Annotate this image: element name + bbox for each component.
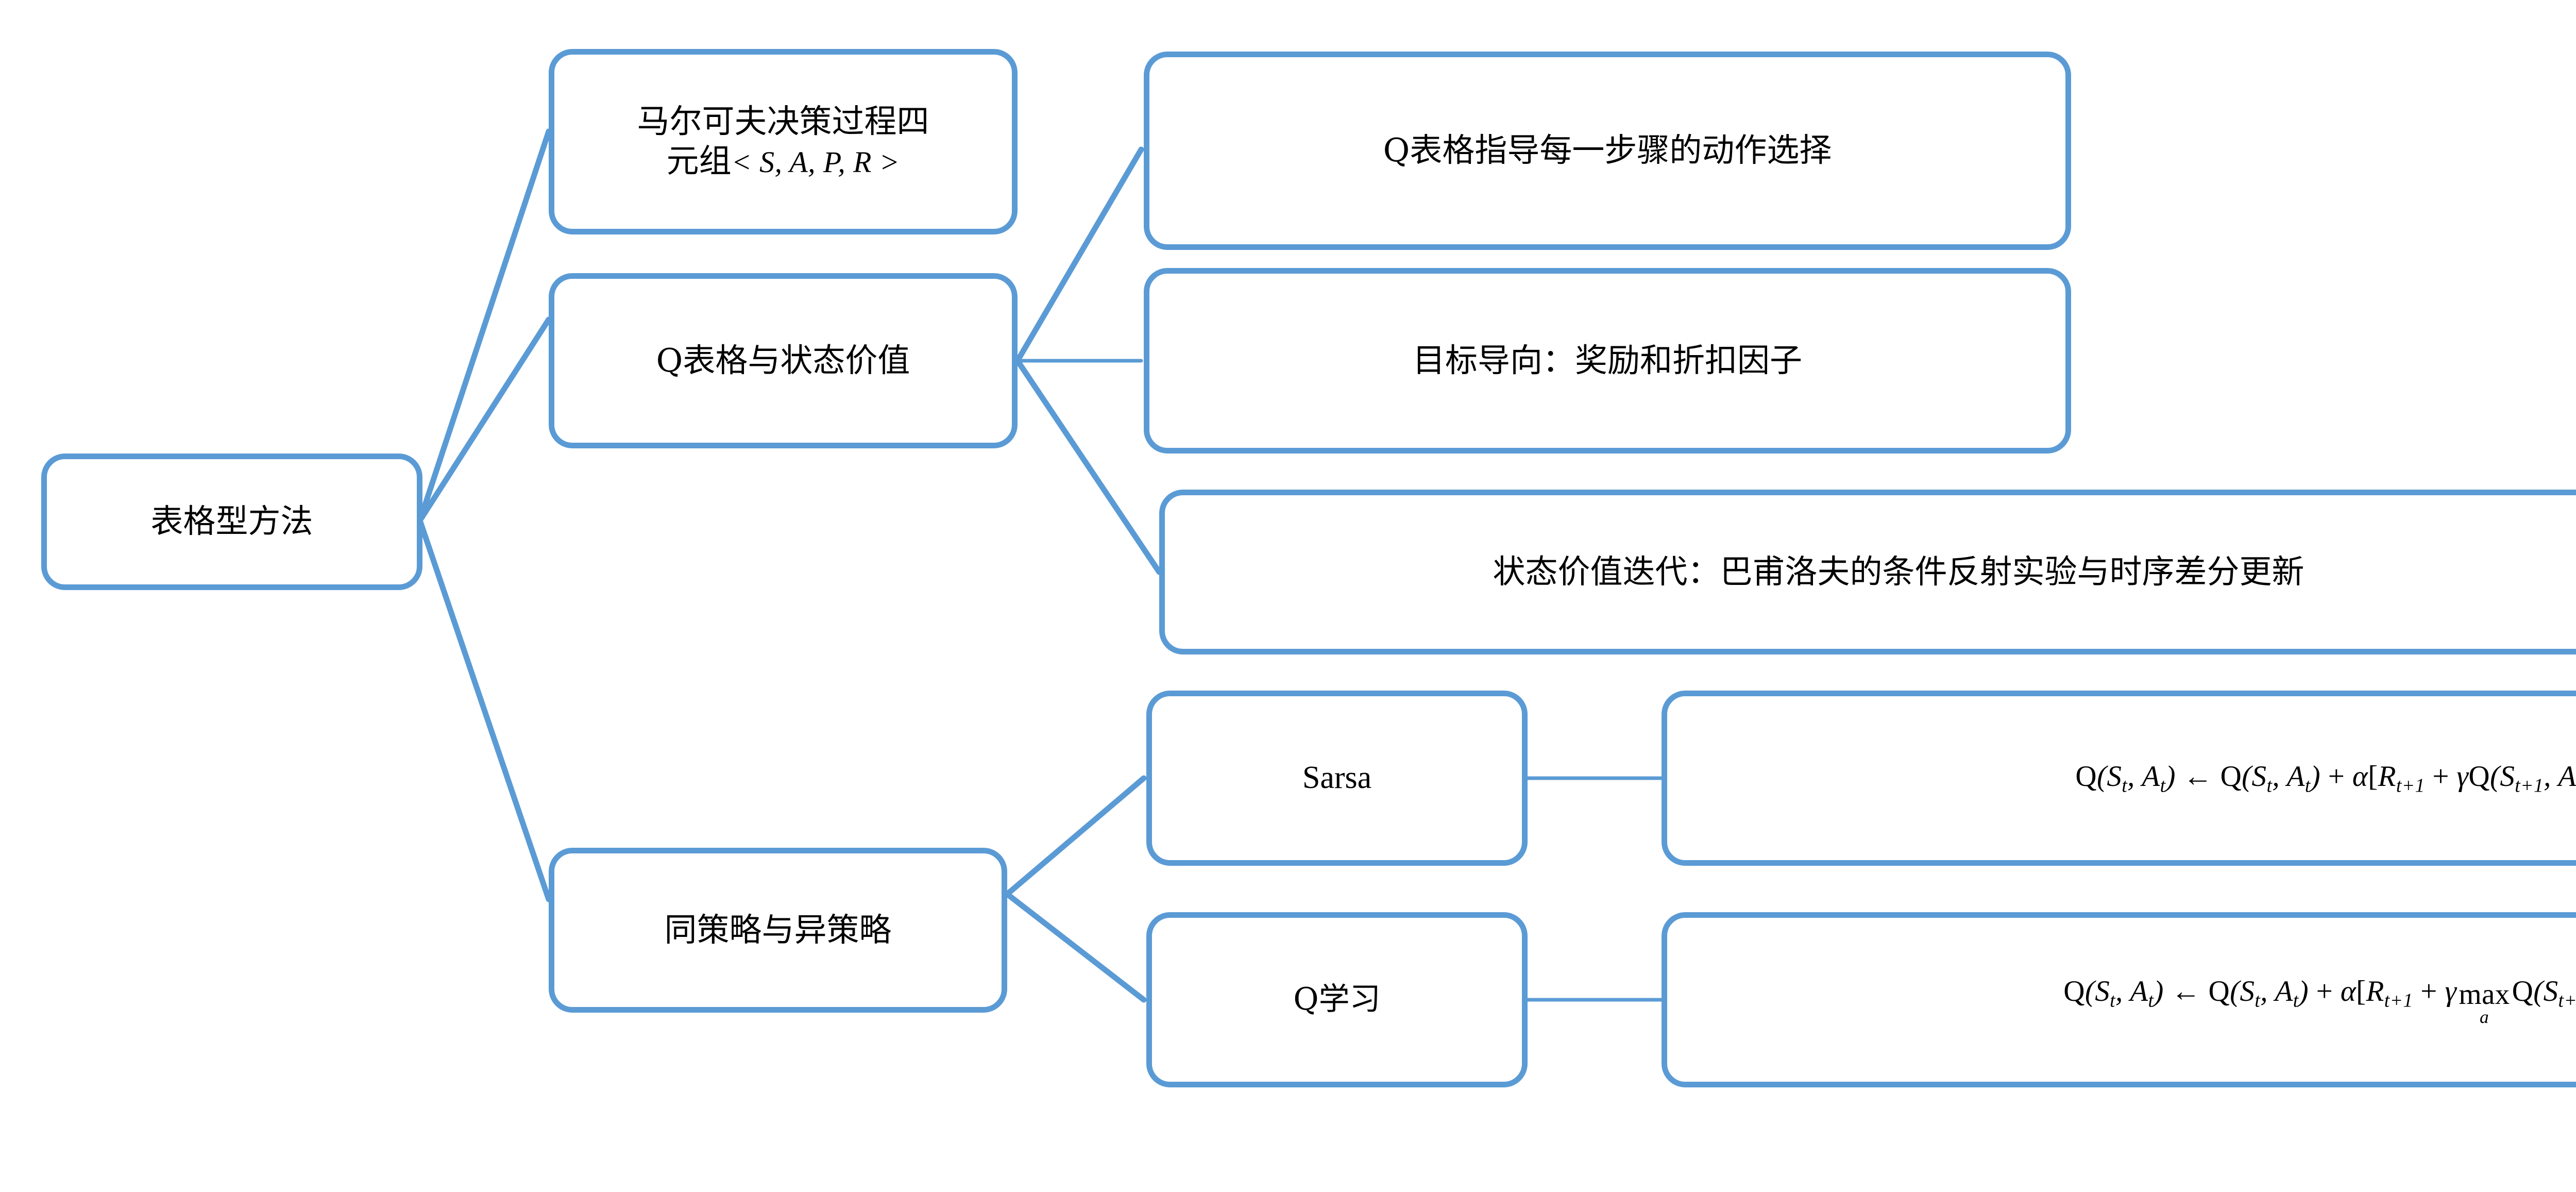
node-policy-label: 同策略与异策略 <box>664 911 892 949</box>
node-q-iter[interactable]: 状态价值迭代：巴甫洛夫的条件反射实验与时序差分更新 <box>1159 490 2576 654</box>
node-mdp-line1: 马尔可夫决策过程四 <box>637 103 929 141</box>
node-q-goal-label: 目标导向：奖励和折扣因子 <box>1413 341 1802 379</box>
node-root[interactable]: 表格型方法 <box>41 454 422 590</box>
connector-qtable-to-guide <box>1014 146 1144 364</box>
node-qlearning[interactable]: Q学习 <box>1146 912 1528 1087</box>
connector-policy-to-qlearning <box>1004 891 1147 1003</box>
connector-root-to-qtable <box>417 316 552 524</box>
node-root-label: 表格型方法 <box>150 502 313 541</box>
node-mdp-label: 马尔可夫决策过程四 元组< S, A, P, R > <box>554 102 1012 181</box>
connector-root-to-mdp <box>417 128 552 524</box>
node-q-iter-label: 状态价值迭代：巴甫洛夫的条件反射实验与时序差分更新 <box>1493 552 2304 591</box>
node-qlearning-label: Q学习 <box>1293 981 1381 1018</box>
node-policy[interactable]: 同策略与异策略 <box>549 848 1007 1013</box>
node-mdp-line2-math: < S, A, P, R > <box>731 145 900 179</box>
connector-policy-to-sarsa <box>1004 775 1147 897</box>
sarsa-formula-text: Q(St, At) ← Q(St, At) + α[Rt+1 + γQ(St+1… <box>2075 760 2576 797</box>
connector-root-to-policy <box>417 517 552 902</box>
node-sarsa-label: Sarsa <box>1302 760 1372 796</box>
node-sarsa-formula[interactable]: Q(St, At) ← Q(St, At) + α[Rt+1 + γQ(St+1… <box>1662 691 2576 866</box>
node-qtable-label: Q表格与状态价值 <box>656 341 910 379</box>
node-q-guide[interactable]: Q表格指导每一步骤的动作选择 <box>1144 52 2071 250</box>
node-mdp-line2-prefix: 元组 <box>666 142 732 180</box>
connector-qtable-to-iter <box>1014 358 1162 575</box>
node-qtable[interactable]: Q表格与状态价值 <box>549 273 1018 448</box>
node-q-goal[interactable]: 目标导向：奖励和折扣因子 <box>1144 268 2071 454</box>
node-sarsa[interactable]: Sarsa <box>1146 691 1528 866</box>
node-mdp[interactable]: 马尔可夫决策过程四 元组< S, A, P, R > <box>549 49 1018 234</box>
node-q-guide-label: Q表格指导每一步骤的动作选择 <box>1383 131 1832 170</box>
